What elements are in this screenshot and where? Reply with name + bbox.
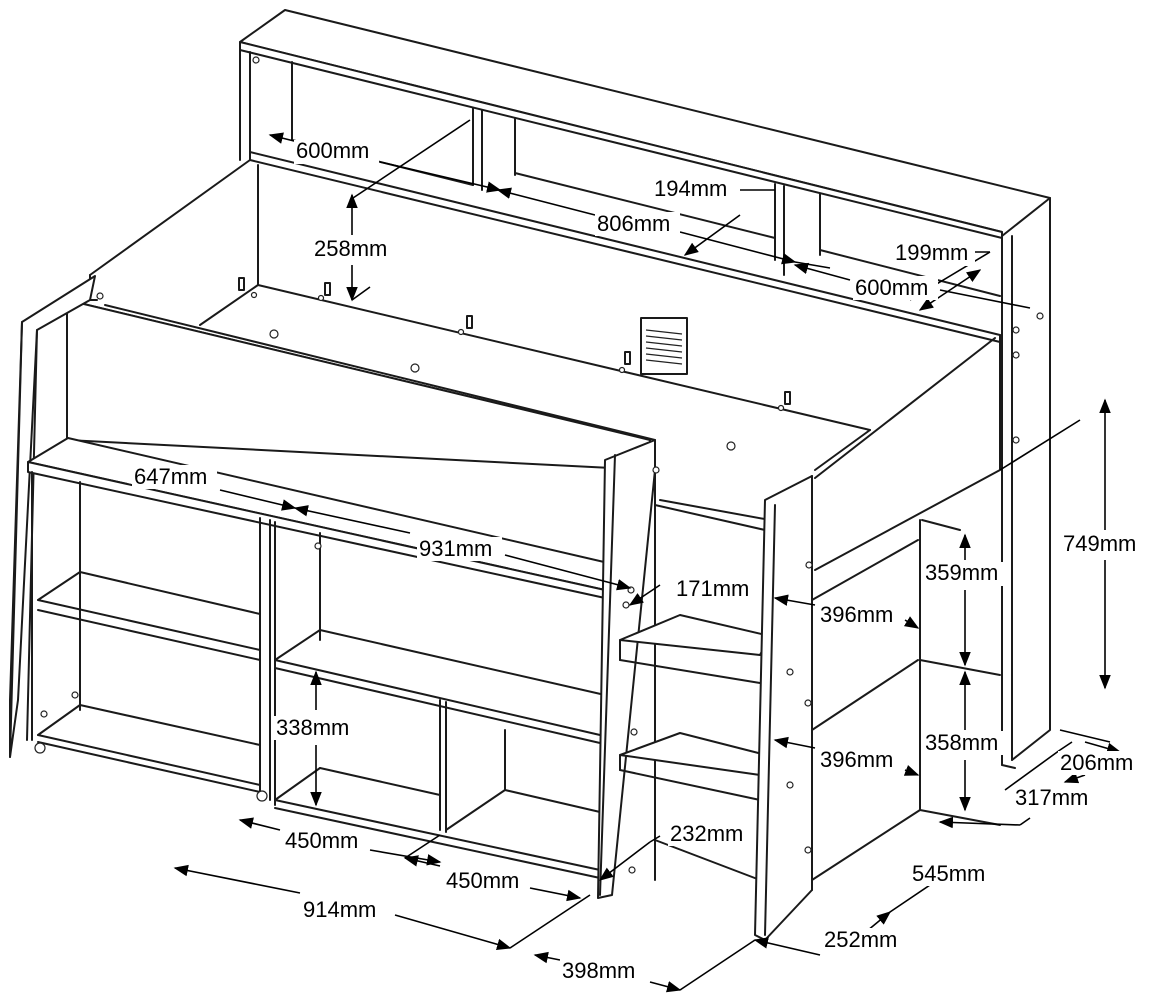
left-end-post <box>9 275 96 758</box>
dim-199mm: 199mm <box>895 240 968 265</box>
bed-frame <box>66 159 1001 571</box>
dim-931mm: 931mm <box>419 536 492 561</box>
headboard-unit <box>239 9 1051 769</box>
dim-252mm: 252mm <box>824 927 897 952</box>
dim-338mm: 338mm <box>276 715 349 740</box>
dim-600mm-top-right: 600mm <box>855 275 928 300</box>
dim-749mm: 749mm <box>1063 531 1136 556</box>
dim-317mm: 317mm <box>1015 785 1088 810</box>
dim-171mm: 171mm <box>676 576 749 601</box>
dim-232mm: 232mm <box>670 821 743 846</box>
dimension-labels: 600mm 258mm 194mm 806mm 199mm 600mm 647m… <box>132 138 1146 983</box>
dim-450mm-right: 450mm <box>446 868 519 893</box>
dim-396mm-upper: 396mm <box>820 602 893 627</box>
dim-806mm: 806mm <box>597 211 670 236</box>
dim-398mm: 398mm <box>562 958 635 983</box>
dim-206mm: 206mm <box>1060 750 1133 775</box>
dim-258mm: 258mm <box>314 236 387 261</box>
dim-450mm-left: 450mm <box>285 828 358 853</box>
dim-359mm: 359mm <box>925 560 998 585</box>
dim-396mm-lower: 396mm <box>820 747 893 772</box>
label-plate <box>645 329 683 365</box>
dim-914mm: 914mm <box>303 897 376 922</box>
dim-358mm: 358mm <box>925 730 998 755</box>
dim-647mm: 647mm <box>134 464 207 489</box>
right-shelving <box>619 475 1001 941</box>
dim-194mm: 194mm <box>654 176 727 201</box>
dim-600mm-top-left: 600mm <box>296 138 369 163</box>
dim-545mm: 545mm <box>912 861 985 886</box>
